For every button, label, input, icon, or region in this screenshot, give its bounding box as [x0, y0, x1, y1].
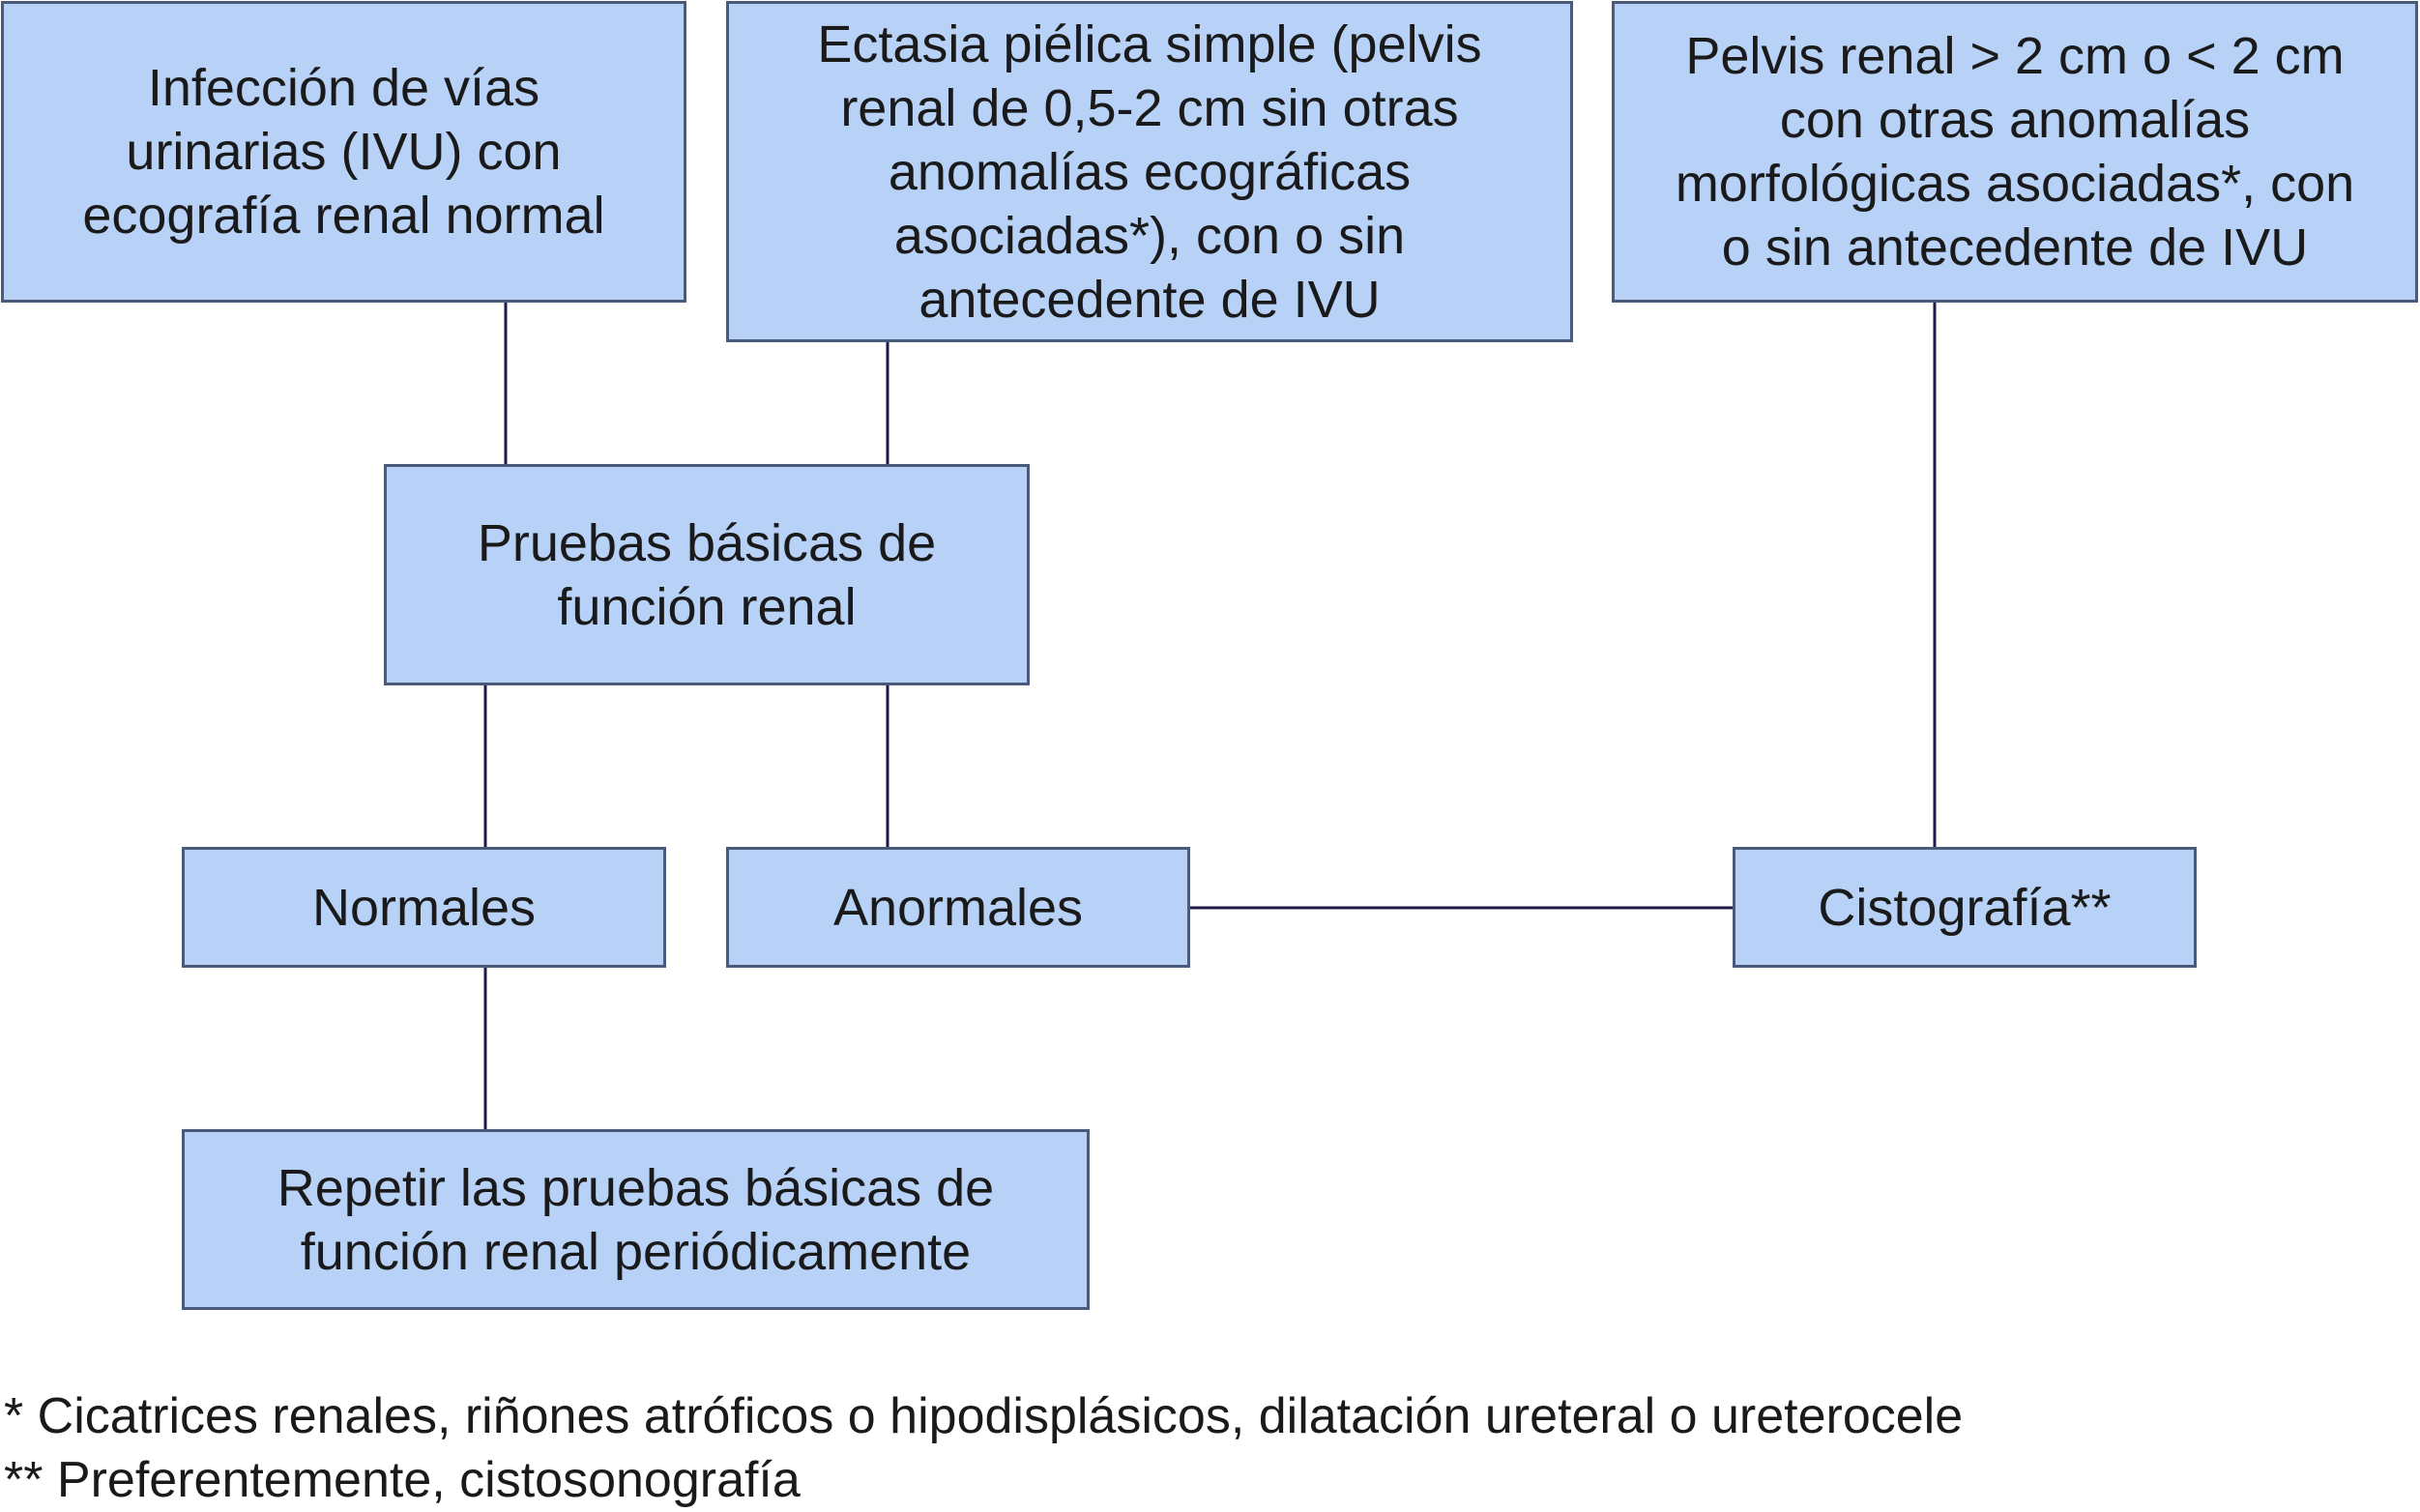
- box-normales: Normales: [182, 847, 666, 968]
- footnote-cistosonografia: ** Preferentemente, cistosonografía: [4, 1452, 801, 1508]
- footnote-cicatrices: * Cicatrices renales, riñones atróficos …: [4, 1388, 1964, 1444]
- box-ectasia-pielica: Ectasia piélica simple (pelvis renal de …: [726, 1, 1573, 342]
- box-repetir-pruebas: Repetir las pruebas básicas de función r…: [182, 1129, 1090, 1310]
- box-pruebas-basicas: Pruebas básicas de función renal: [384, 464, 1030, 685]
- box-pelvis-renal: Pelvis renal > 2 cm o < 2 cm con otras a…: [1612, 1, 2418, 303]
- box-anormales: Anormales: [726, 847, 1190, 968]
- footnotes: * Cicatrices renales, riñones atróficos …: [4, 1384, 2411, 1512]
- box-cistografia: Cistografía**: [1733, 847, 2197, 968]
- box-ivu-ecografia-normal: Infección de vías urinarias (IVU) con ec…: [1, 1, 686, 303]
